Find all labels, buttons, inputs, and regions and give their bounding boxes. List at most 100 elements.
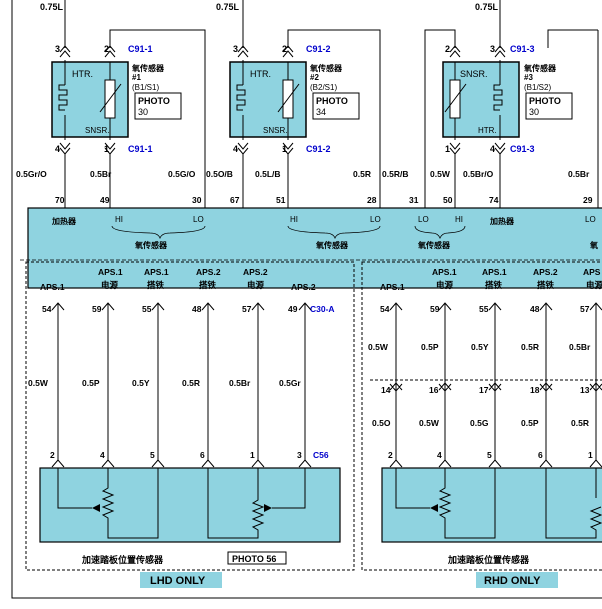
svg-text:4: 4: [55, 144, 60, 154]
svg-text:APS.1: APS.1: [380, 282, 405, 292]
rhd-aps-sensor-box: [381, 467, 602, 543]
o2-sensor-3: 2 3 C91-3 SNSR. HTR. 氧传感器 #3 (B1/S2) PHO…: [442, 44, 573, 155]
rhd-mid-pins: 14 16 17 18 13: [381, 385, 590, 395]
svg-text:0.5Gr: 0.5Gr: [279, 378, 301, 388]
svg-text:SNSR.: SNSR.: [460, 69, 488, 79]
lhd-sensor-name: 加速踏板位置传感器: [81, 554, 164, 565]
svg-text:0.5W: 0.5W: [368, 342, 389, 352]
svg-text:3: 3: [297, 450, 302, 460]
svg-text:加热器: 加热器: [51, 216, 77, 226]
lhd-only-label: LHD ONLY: [150, 575, 206, 587]
connector-label: C91-3: [510, 144, 535, 154]
svg-text:(B2/S1): (B2/S1): [310, 83, 337, 92]
svg-text:48: 48: [192, 304, 202, 314]
svg-text:0.5P: 0.5P: [521, 418, 539, 428]
svg-text:氧传感器: 氧传感器: [315, 240, 349, 250]
rhd-pins: 54 59 55 48 57: [380, 304, 590, 314]
svg-text:HI: HI: [290, 215, 298, 224]
svg-text:#2: #2: [310, 73, 319, 82]
svg-text:0.5Br: 0.5Br: [229, 378, 251, 388]
svg-text:30: 30: [192, 195, 202, 205]
ecu-pin-labels: 70 49 30 67 51 28 31 50 74 29: [55, 195, 593, 205]
rhd-sensor-name: 加速踏板位置传感器: [447, 554, 530, 565]
svg-text:HI: HI: [455, 215, 463, 224]
rhd-bottom-pins: 2 4 5 6 1: [388, 450, 593, 460]
page-frame: [11, 0, 602, 599]
svg-text:HTR.: HTR.: [478, 126, 497, 135]
svg-text:搭铁: 搭铁: [485, 280, 503, 290]
svg-text:电源: 电源: [436, 280, 454, 290]
connector-label: C30-A: [310, 304, 335, 314]
svg-text:APS.1: APS.1: [432, 267, 457, 277]
svg-text:16: 16: [429, 385, 439, 395]
ecu-inner-labels: 加热器 HI LO HI LO LO HI 加热器 LO 氧传感器 氧传感器 氧…: [51, 215, 598, 250]
svg-text:49: 49: [288, 304, 298, 314]
svg-text:0.5R: 0.5R: [353, 169, 371, 179]
svg-text:APS.2: APS.2: [533, 267, 558, 277]
o2-sensor-1: 3 2 C91-1 HTR. SNSR. 氧传感器 #1 (B1/S1) PHO…: [51, 44, 182, 155]
svg-text:0.5R/B: 0.5R/B: [382, 169, 408, 179]
svg-text:6: 6: [200, 450, 205, 460]
svg-text:加热器: 加热器: [489, 216, 515, 226]
svg-text:29: 29: [583, 195, 593, 205]
svg-text:1: 1: [282, 144, 287, 154]
svg-text:氧传感器: 氧传感器: [523, 63, 557, 73]
svg-text:(B1/S2): (B1/S2): [524, 83, 551, 92]
svg-text:51: 51: [276, 195, 286, 205]
lhd-section: [25, 261, 355, 571]
svg-text:APS.2: APS.2: [291, 282, 316, 292]
svg-text:4: 4: [490, 144, 495, 154]
lhd-wires: [51, 302, 312, 460]
connector-label: C56: [313, 450, 329, 460]
svg-text:APS.2: APS.2: [243, 267, 268, 277]
svg-text:54: 54: [380, 304, 390, 314]
rhd-only-badge: [476, 572, 558, 588]
svg-text:电源: 电源: [586, 280, 602, 290]
svg-text:APS.1: APS.1: [144, 267, 169, 277]
svg-text:67: 67: [230, 195, 240, 205]
svg-text:1: 1: [445, 144, 450, 154]
sensor-to-ecu-wires: [64, 30, 599, 210]
svg-text:电源: 电源: [247, 280, 265, 290]
svg-text:31: 31: [409, 195, 419, 205]
svg-text:1: 1: [250, 450, 255, 460]
svg-text:70: 70: [55, 195, 65, 205]
svg-text:2: 2: [445, 44, 450, 54]
svg-text:0.5P: 0.5P: [421, 342, 439, 352]
svg-text:氧: 氧: [589, 240, 598, 250]
rhd-only-label: RHD ONLY: [484, 575, 541, 587]
lhd-pins: 54 59 55 48 57 49 C30-A: [42, 304, 335, 314]
svg-text:0.5Y: 0.5Y: [132, 378, 150, 388]
svg-text:1: 1: [588, 450, 593, 460]
svg-text:49: 49: [100, 195, 110, 205]
svg-text:0.5L/B: 0.5L/B: [255, 169, 281, 179]
svg-text:4: 4: [233, 144, 238, 154]
svg-text:氧传感器: 氧传感器: [309, 63, 343, 73]
lhd-photo-ref: PHOTO 56: [232, 554, 276, 564]
svg-text:0.5Gr/O: 0.5Gr/O: [16, 169, 47, 179]
ecu-box: [27, 207, 602, 289]
svg-text:#1: #1: [132, 73, 141, 82]
svg-text:LO: LO: [370, 215, 381, 224]
svg-text:30: 30: [138, 107, 148, 117]
connector-label: C91-1: [128, 144, 153, 154]
svg-text:0.5W: 0.5W: [430, 169, 451, 179]
svg-text:SNSR.: SNSR.: [263, 126, 287, 135]
svg-text:搭铁: 搭铁: [199, 280, 217, 290]
svg-text:5: 5: [150, 450, 155, 460]
svg-text:3: 3: [490, 44, 495, 54]
ecu-wire-labels: 0.5Gr/O 0.5Br 0.5G/O 0.5O/B 0.5L/B 0.5R …: [16, 169, 590, 179]
svg-text:LO: LO: [193, 215, 204, 224]
connector-label: C91-3: [510, 44, 535, 54]
svg-text:(B1/S1): (B1/S1): [132, 83, 159, 92]
svg-text:55: 55: [142, 304, 152, 314]
svg-text:0.5P: 0.5P: [82, 378, 100, 388]
svg-text:2: 2: [104, 44, 109, 54]
svg-text:57: 57: [580, 304, 590, 314]
svg-text:电源: 电源: [101, 280, 119, 290]
svg-text:28: 28: [367, 195, 377, 205]
svg-text:5: 5: [487, 450, 492, 460]
lhd-aps-sensor-box: [39, 467, 341, 543]
svg-text:30: 30: [529, 107, 539, 117]
svg-text:0.5Y: 0.5Y: [471, 342, 489, 352]
